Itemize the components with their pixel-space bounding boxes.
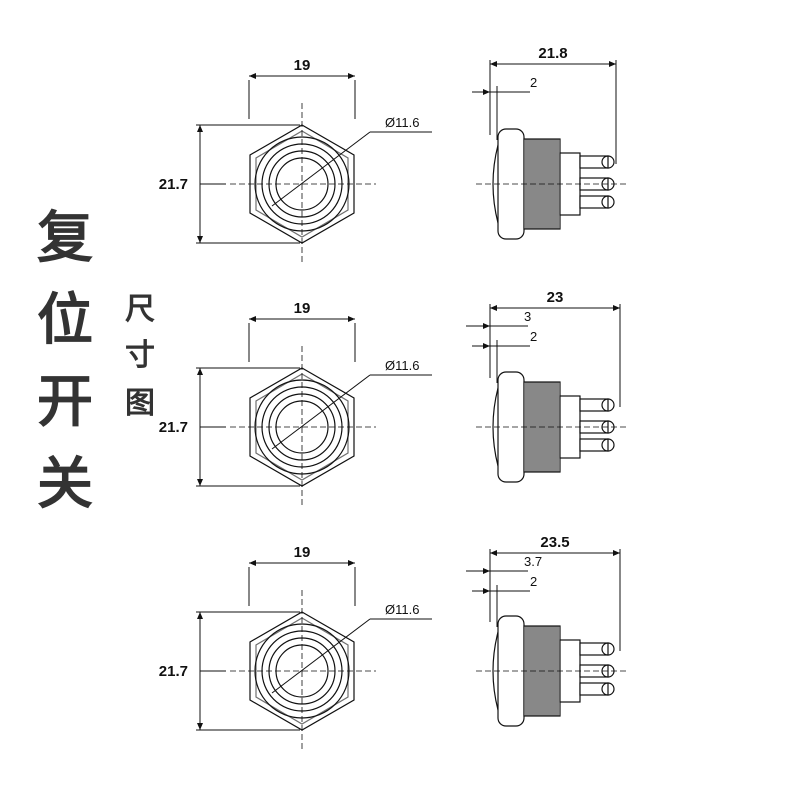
length-dimension xyxy=(490,550,620,556)
front-view-2: 19 21.7 Ø11.6 xyxy=(159,300,432,508)
length-label: 23 xyxy=(547,289,564,306)
subtitle-char-1: 尺 xyxy=(125,292,155,327)
length-dimension xyxy=(490,305,620,311)
hex-nut-inner-outline xyxy=(255,373,349,481)
front-view-1: 19 21.7 Ø11.6 xyxy=(159,57,432,265)
height-label: 21.7 xyxy=(159,176,188,193)
width-dimension xyxy=(249,316,355,322)
title-char-1: 复 xyxy=(37,206,93,271)
subtitle-char-2: 寸 xyxy=(125,338,155,373)
hex-nut-side xyxy=(497,615,525,727)
subtitle-char-3: 图 xyxy=(125,386,155,421)
width-label: 19 xyxy=(294,57,311,74)
side-view-1: 21.82 xyxy=(472,45,628,240)
width-dimension xyxy=(249,73,355,79)
cap-height-label: 3.7 xyxy=(524,554,542,569)
diameter-leader xyxy=(271,618,371,694)
width-dimension xyxy=(249,560,355,566)
side-view-3: 23.5 2 3.7 xyxy=(466,534,628,727)
terminal-pin xyxy=(579,642,609,656)
hex-nut-inner-outline xyxy=(255,130,349,238)
length-dimension xyxy=(490,61,616,67)
front-view-3: 19 21.7 Ø11.6 xyxy=(159,544,432,752)
width-label: 19 xyxy=(294,544,311,561)
diameter-label: Ø11.6 xyxy=(385,115,419,130)
length-label: 21.8 xyxy=(538,45,567,62)
length-label: 23.5 xyxy=(540,534,569,551)
title-char-3: 开 xyxy=(37,370,93,435)
head-thickness-label: 2 xyxy=(530,75,537,90)
title-char-4: 关 xyxy=(37,452,93,517)
head-thickness-label: 2 xyxy=(530,329,537,344)
diameter-leader xyxy=(271,131,371,207)
height-label: 21.7 xyxy=(159,663,188,680)
diameter-leader xyxy=(271,374,371,450)
cap-height-label: 3 xyxy=(524,309,531,324)
diameter-label: Ø11.6 xyxy=(385,602,419,617)
hex-nut-inner-outline xyxy=(255,617,349,725)
terminal-pin xyxy=(579,682,609,696)
hex-nut-side xyxy=(497,128,525,240)
diameter-label: Ø11.6 xyxy=(385,358,419,373)
terminal-pin xyxy=(579,195,609,209)
terminal-pin xyxy=(579,155,609,169)
width-label: 19 xyxy=(294,300,311,317)
height-label: 21.7 xyxy=(159,419,188,436)
hex-nut-side xyxy=(497,371,525,483)
title-char-2: 位 xyxy=(37,288,93,353)
terminal-pin xyxy=(579,438,609,452)
head-thickness-label: 2 xyxy=(530,574,537,589)
terminal-pin xyxy=(579,398,609,412)
